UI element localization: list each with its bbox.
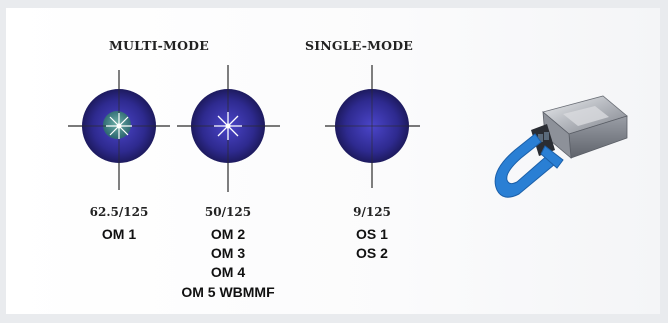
- fiber-size-label: 9/125: [353, 205, 391, 219]
- fiber-size-label: 62.5/125: [89, 205, 149, 219]
- fiber-grade-label: OM 5 WBMMF: [181, 284, 275, 300]
- fiber-50-125-icon: [177, 65, 280, 192]
- fiber-size-label: 50/125: [204, 205, 252, 219]
- multi-mode-heading: MULTI-MODE: [109, 38, 209, 53]
- fiber-9-125-icon: [325, 65, 420, 188]
- fiber-grade-label: OM 1: [101, 226, 137, 242]
- single-mode-heading: SINGLE-MODE: [305, 38, 414, 53]
- fiber-62-5-125-icon: [68, 70, 170, 190]
- fiber-grade-label: OS 1: [356, 226, 388, 242]
- fiber-grade-label: OM 2: [210, 226, 246, 242]
- fiber-grade-label: OM 3: [210, 245, 246, 261]
- fiber-grade-label: OM 4: [210, 264, 246, 280]
- transceiver-icon: [494, 95, 628, 198]
- fiber-grade-label: OS 2: [356, 245, 388, 261]
